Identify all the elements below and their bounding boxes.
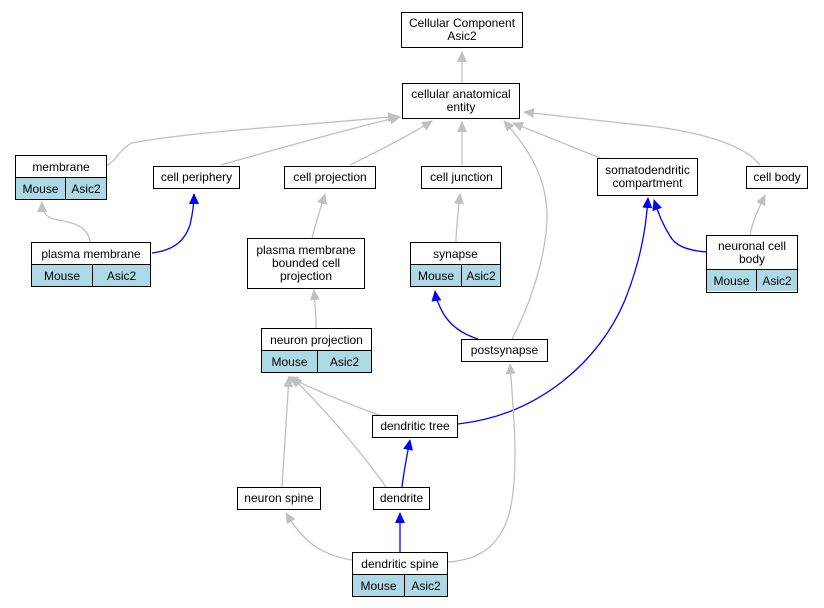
node-plasma-membrane-bounded-cell-projection[interactable]: plasma membrane bounded cell projection: [247, 238, 365, 289]
node-dendritic-tree[interactable]: dendritic tree: [372, 415, 458, 438]
node-membrane-gene: Asic2: [65, 178, 106, 199]
node-neuron-projection-organism: Mouse: [271, 354, 308, 369]
node-cell-junction[interactable]: cell junction: [421, 166, 502, 189]
edge-plasma-membrane-to-cell-periphery: [151, 193, 199, 254]
node-dendrite-label: dendrite: [379, 491, 424, 505]
edge-dendritic-spine-to-neuron-spine: [285, 512, 353, 561]
node-somatodendritic-compartment[interactable]: somatodendritic compartment: [597, 158, 698, 196]
edge-pmbcp-to-cell-projection: [311, 193, 327, 239]
node-neuronal-cell-body-label: neuronal cell body: [707, 236, 797, 270]
edge-cell-projection-to-cae: [349, 120, 433, 166]
node-dendritic-spine-organism: Mouse: [360, 578, 397, 593]
node-dendritic-tree-label: dendritic tree: [380, 419, 450, 433]
node-plasma-membrane-label: plasma membrane: [32, 243, 150, 265]
edge-plasma-membrane-to-membrane: [37, 201, 91, 243]
edge-cell-body-to-cae: [523, 108, 761, 166]
node-postsynapse-label: postsynapse: [470, 343, 539, 357]
node-cellular-anatomical-entity[interactable]: cellular anatomical entity: [402, 83, 520, 119]
node-plasma-membrane-organism: Mouse: [43, 268, 81, 283]
node-somatodendritic-compartment-label: somatodendritic compartment: [605, 163, 690, 190]
node-dendritic-spine[interactable]: dendritic spine Mouse Asic2: [352, 552, 448, 597]
node-plasma-membrane-gene: Asic2: [92, 265, 150, 286]
node-neuron-projection-label: neuron projection: [262, 329, 371, 351]
edge-cell-periphery-to-cae: [220, 114, 401, 166]
node-cellular-anatomical-entity-label: cellular anatomical entity: [411, 87, 511, 114]
node-plasma-membrane[interactable]: plasma membrane Mouse Asic2: [31, 242, 151, 287]
node-neuron-spine[interactable]: neuron spine: [237, 487, 321, 510]
node-neuron-projection-gene: Asic2: [317, 351, 371, 372]
node-synapse-organism: Mouse: [417, 268, 455, 283]
node-postsynapse[interactable]: postsynapse: [461, 339, 548, 362]
node-dendrite[interactable]: dendrite: [373, 487, 430, 510]
node-neuronal-cell-body[interactable]: neuronal cell body Mouse Asic2: [706, 235, 798, 293]
node-cell-projection[interactable]: cell projection: [284, 166, 376, 189]
edge-neuron-projection-to-pmbcp: [309, 289, 320, 329]
edge-postsynapse-to-cae: [503, 120, 548, 340]
node-neuron-projection[interactable]: neuron projection Mouse Asic2: [261, 328, 372, 373]
node-synapse-gene: Asic2: [461, 265, 500, 286]
node-neuronal-cell-body-label-text: neuronal cell body: [717, 238, 787, 266]
edge-postsynapse-to-synapse: [431, 290, 479, 340]
node-synapse-label: synapse: [411, 243, 500, 265]
node-cellular-component-label: Cellular Component Asic2: [408, 16, 516, 43]
node-dendritic-spine-gene: Asic2: [404, 575, 447, 596]
edge-neuronal-cell-body-to-cell-body: [749, 194, 766, 237]
node-synapse[interactable]: synapse Mouse Asic2: [410, 242, 501, 287]
edge-dendrite-to-dendritic-tree: [401, 439, 413, 488]
node-cell-body[interactable]: cell body: [746, 166, 808, 189]
edge-synapse-to-cell-junction: [454, 193, 464, 243]
node-cell-junction-label: cell junction: [430, 170, 493, 184]
node-membrane[interactable]: membrane Mouse Asic2: [15, 155, 107, 200]
edge-dendrite-to-neuron-projection: [291, 376, 387, 488]
node-cell-periphery[interactable]: cell periphery: [153, 166, 240, 189]
node-cell-periphery-label: cell periphery: [160, 170, 233, 184]
node-plasma-membrane-bounded-cell-projection-label: plasma membrane bounded cell projection: [256, 243, 356, 283]
node-neuronal-cell-body-gene: Asic2: [756, 270, 797, 291]
edge-dendritic-tree-to-somatodendritic: [457, 197, 653, 425]
edge-dendritic-tree-to-neuron-projection: [287, 376, 383, 417]
edge-neuron-spine-to-neuron-projection: [281, 376, 294, 488]
node-cellular-component[interactable]: Cellular Component Asic2: [401, 12, 523, 48]
node-cell-body-label: cell body: [753, 170, 801, 184]
edge-dendritic-spine-to-postsynapse: [447, 363, 516, 563]
node-dendritic-spine-label: dendritic spine: [353, 553, 447, 575]
node-membrane-label: membrane: [16, 156, 106, 178]
node-neuronal-cell-body-organism: Mouse: [713, 273, 750, 288]
node-cell-projection-label: cell projection: [293, 170, 367, 184]
edge-neuronal-cell-body-to-somatodendritic: [652, 199, 707, 253]
node-neuron-spine-label: neuron spine: [244, 491, 314, 505]
edge-membrane-to-cae: [105, 112, 399, 167]
edge-somatodendritic-to-cae: [512, 122, 601, 159]
node-membrane-organism: Mouse: [22, 181, 59, 196]
